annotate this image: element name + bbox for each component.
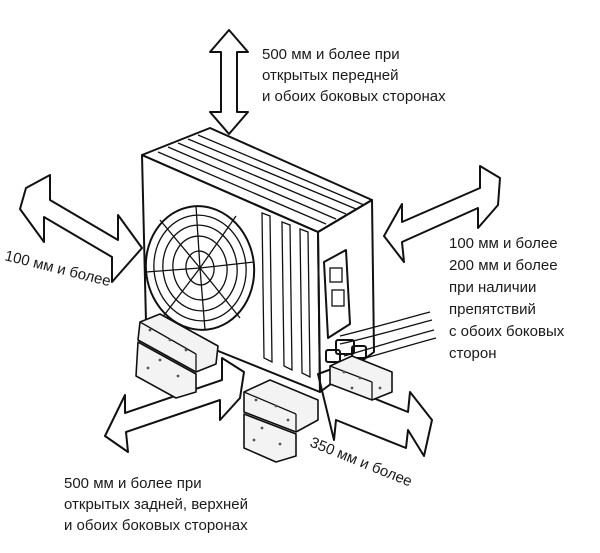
left-clearance-arrow	[19, 174, 143, 283]
top-label-line-3: и обоих боковых сторонах	[262, 88, 446, 105]
fan-grille	[144, 205, 256, 331]
support-block-right	[329, 355, 393, 401]
outdoor-unit	[141, 127, 437, 393]
bottom-label-line-3: и обоих боковых сторонах	[64, 517, 248, 534]
bottom-label-line-1: 500 мм и более при	[64, 475, 202, 492]
top-label-line-2: открытых передней	[262, 67, 398, 84]
right-label-line-6: сторон	[449, 345, 497, 362]
refrigerant-pipes	[325, 311, 437, 365]
right-label-line-4: препятствий	[449, 301, 536, 318]
right-clearance-arrow	[383, 165, 501, 263]
side-vent-strips	[261, 212, 311, 379]
right-label-line-2: 200 мм и более	[449, 257, 558, 274]
service-cover	[323, 249, 351, 339]
support-block-left	[135, 313, 219, 399]
support-block-front	[243, 379, 319, 463]
top-grille	[157, 134, 365, 225]
top-clearance-arrow	[209, 29, 249, 135]
bottom-clearance-label: 500 мм и более при открытых задней, верх…	[64, 475, 248, 534]
bottom-label-line-2: открытых задней, верхней	[64, 496, 248, 513]
right-label-line-1: 100 мм и более	[449, 235, 558, 252]
right-label-line-5: с обоих боковых	[449, 323, 565, 340]
left-clearance-label: 100 мм и более	[3, 247, 112, 290]
top-clearance-label: 500 мм и более при открытых передней и о…	[262, 46, 446, 105]
right-clearance-label: 100 мм и более 200 мм и более при наличи…	[449, 235, 565, 362]
rear-clearance-arrow	[104, 357, 245, 453]
right-label-line-3: при наличии	[449, 279, 536, 296]
top-label-line-1: 500 мм и более при	[262, 46, 400, 63]
